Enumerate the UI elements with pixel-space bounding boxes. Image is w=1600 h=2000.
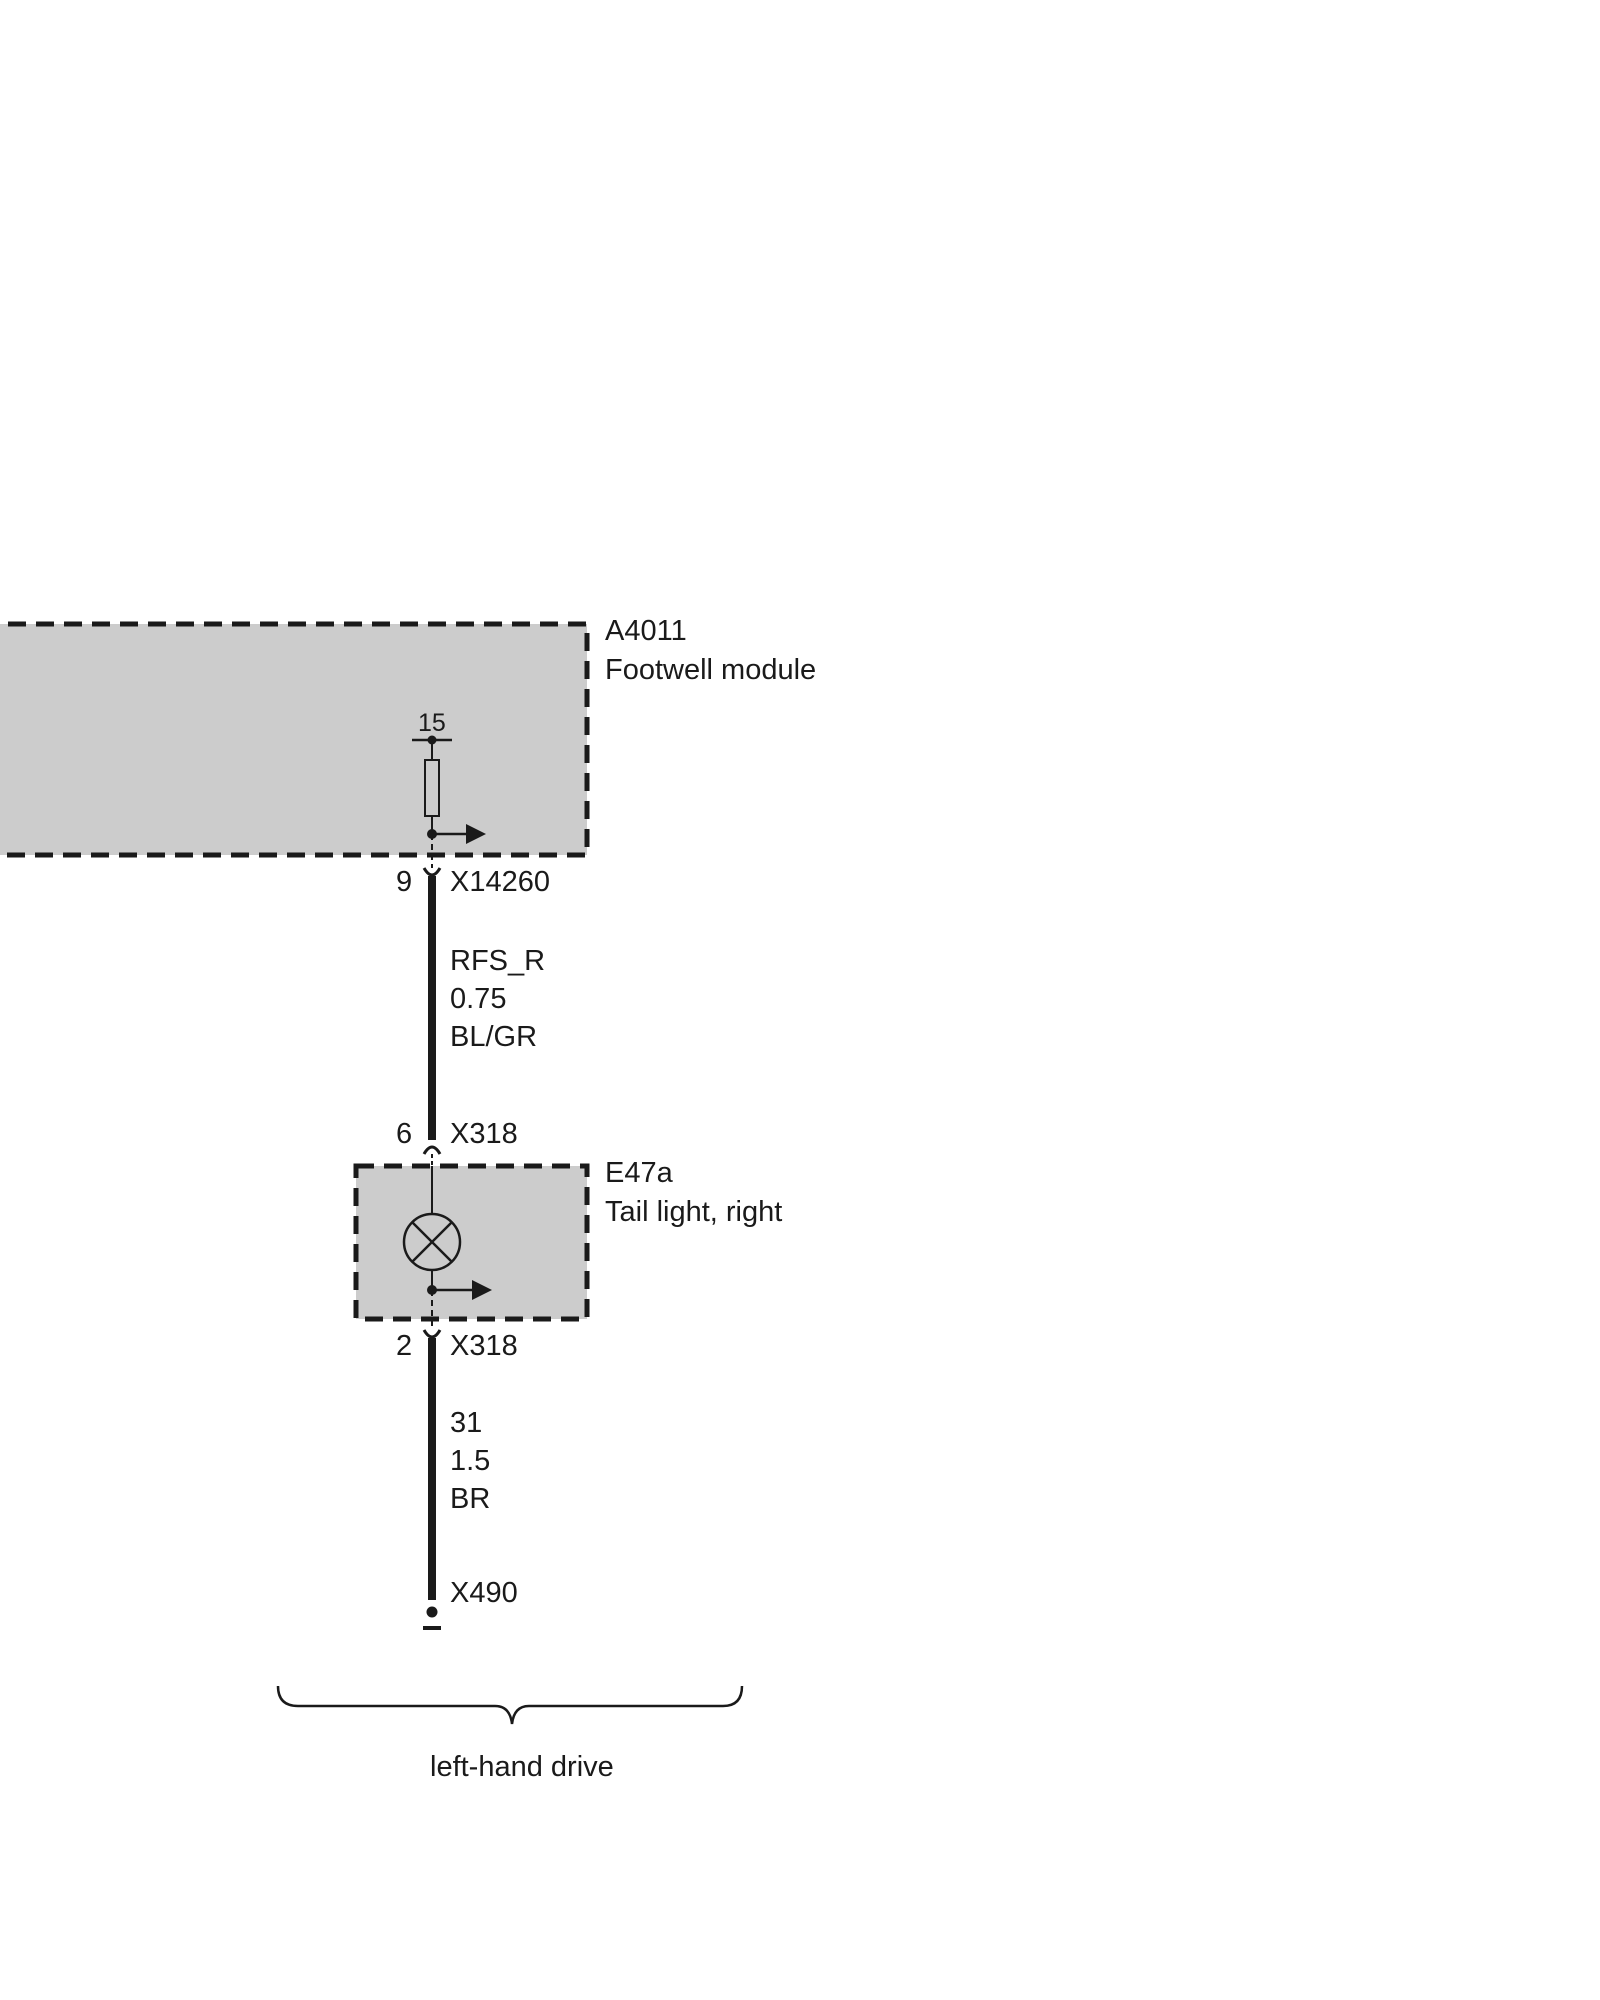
tail-light-code: E47a <box>605 1157 674 1189</box>
wire-upper-size: 0.75 <box>450 983 506 1015</box>
connector-x318-out-icon <box>422 1329 442 1339</box>
connector-x318-out-pin: 2 <box>396 1330 412 1362</box>
connector-x14260-icon <box>422 867 442 877</box>
connector-x318-in-icon <box>422 1145 442 1155</box>
ground-connector-name: X490 <box>450 1577 518 1609</box>
connector-x318-in-name: X318 <box>450 1118 518 1150</box>
variant-note: left-hand drive <box>430 1751 614 1783</box>
footwell-module-code: A4011 <box>605 615 687 647</box>
connector-x14260-name: X14260 <box>450 866 550 898</box>
tail-light-box <box>353 1163 590 1322</box>
footwell-pin-label: 15 <box>418 709 446 737</box>
tail-light-name: Tail light, right <box>605 1196 782 1228</box>
lamp-icon <box>402 1212 462 1272</box>
resistor-symbol <box>412 735 452 834</box>
connector-x318-in-pin: 6 <box>396 1118 412 1150</box>
wire-lower-size: 1.5 <box>450 1445 490 1477</box>
signal-arrow-icon <box>427 824 486 844</box>
connector-x14260-pin: 9 <box>396 866 412 898</box>
wire-lower-signal: 31 <box>450 1407 482 1439</box>
wire-upper-color: BL/GR <box>450 1021 537 1053</box>
connector-x318-out-name: X318 <box>450 1330 518 1362</box>
footwell-module-box <box>0 621 590 858</box>
wire-upper-signal: RFS_R <box>450 945 545 977</box>
variant-brace <box>276 1685 744 1725</box>
ground-icon <box>423 1606 441 1630</box>
wire-lower-color: BR <box>450 1483 490 1515</box>
footwell-module-name: Footwell module <box>605 654 816 686</box>
